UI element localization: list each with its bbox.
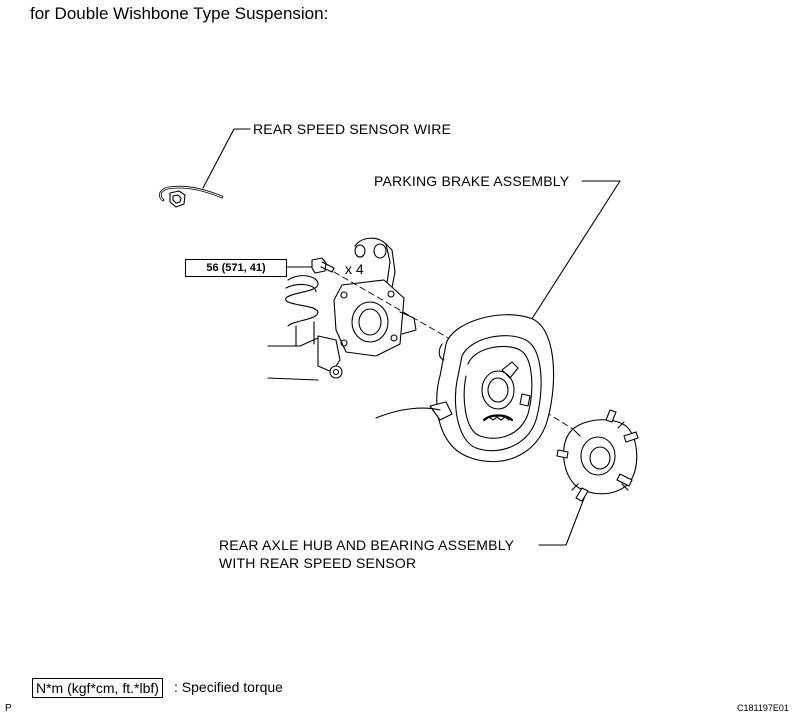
leader-sensor-wire <box>202 128 251 189</box>
torque-spec-box: 56 (571, 41) <box>185 259 287 277</box>
label-rear-speed-sensor-wire: REAR SPEED SENSOR WIRE <box>253 121 452 137</box>
label-rear-axle-hub-line1: REAR AXLE HUB AND BEARING ASSEMBLY <box>219 537 515 553</box>
legend-unit-box: N*m (kgf*cm, ft.*lbf) <box>32 678 163 698</box>
bolt-quantity: x 4 <box>345 261 364 277</box>
steering-knuckle <box>267 237 417 381</box>
leader-rear-axle-hub <box>538 487 589 546</box>
legend-text: : Specified torque <box>174 679 283 695</box>
parking-brake-assembly <box>375 314 555 463</box>
rear-speed-sensor-wire <box>158 185 224 208</box>
figure-code: C181197E01 <box>737 703 789 713</box>
leader-lines <box>202 128 621 546</box>
coil-spring <box>285 275 319 347</box>
corner-mark: P <box>5 703 12 714</box>
hub-bolt <box>311 257 335 274</box>
rear-axle-hub <box>556 409 639 502</box>
page-heading: for Double Wishbone Type Suspension: <box>30 4 329 23</box>
leader-parking-brake <box>527 180 621 326</box>
label-rear-axle-hub-line2: WITH REAR SPEED SENSOR <box>219 555 417 571</box>
label-parking-brake-assembly: PARKING BRAKE ASSEMBLY <box>374 173 570 189</box>
